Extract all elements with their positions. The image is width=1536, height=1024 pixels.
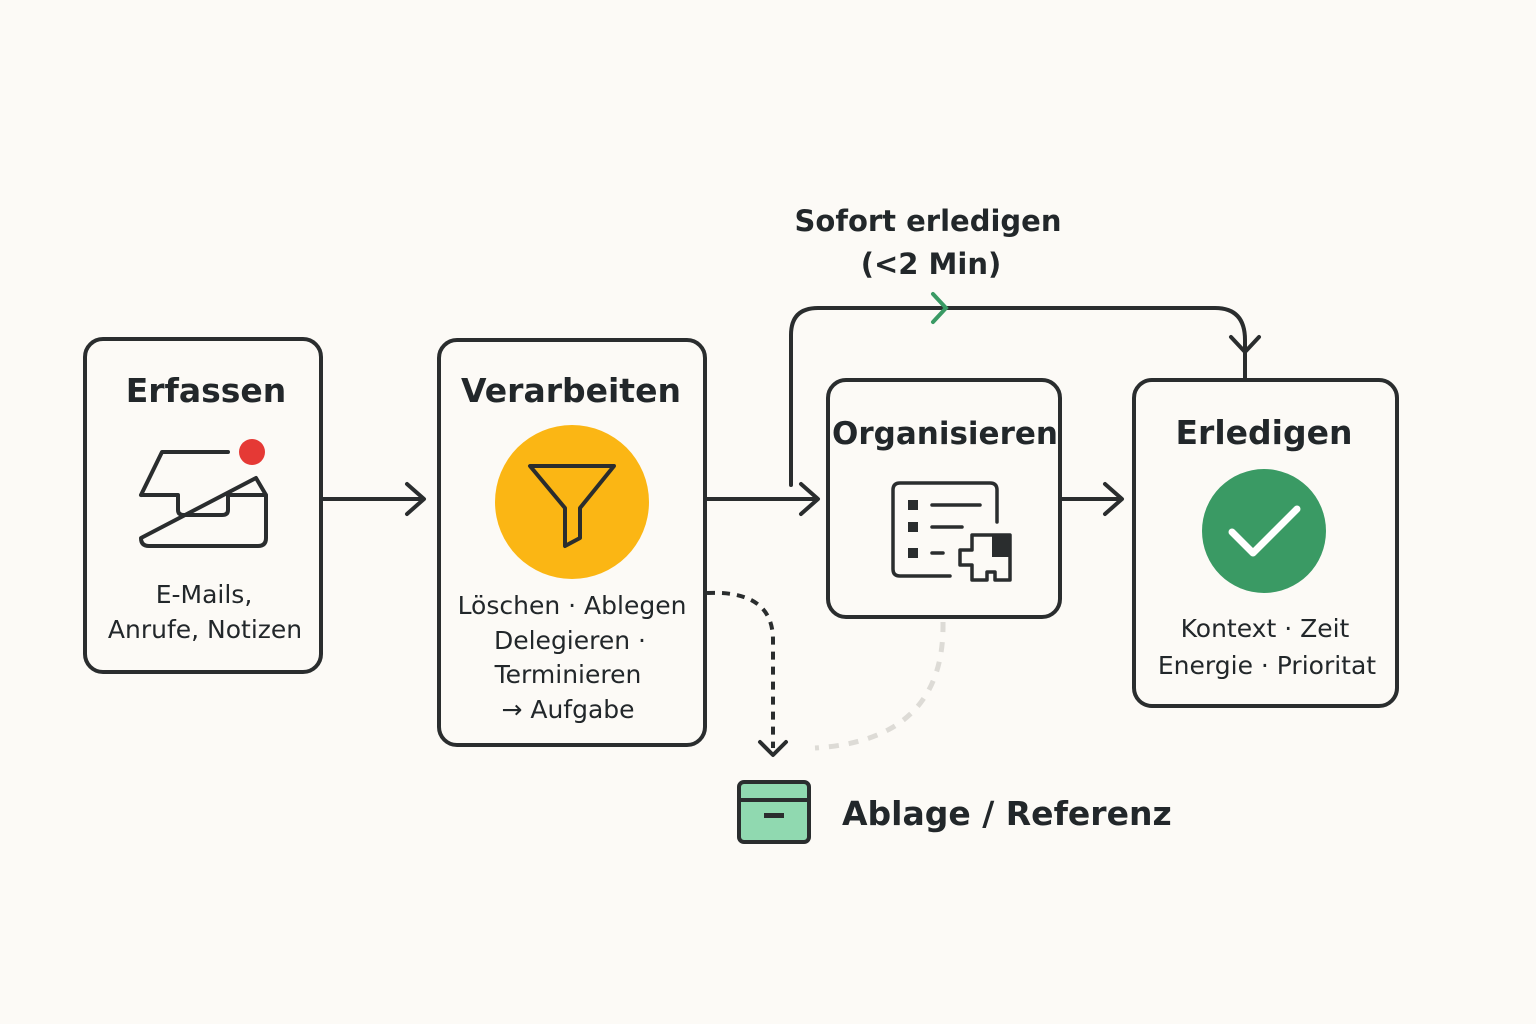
checklist-puzzle-icon — [891, 481, 1012, 582]
step-line: Anrufe, Notizen — [108, 615, 302, 644]
reference-label: Ablage / Referenz — [842, 794, 1172, 833]
step-title: Erledigen — [1176, 413, 1353, 452]
step-verarbeiten: Verarbeiten Löschen · Ablegen Delegieren… — [437, 338, 707, 747]
notification-dot — [239, 439, 265, 465]
step-erledigen: Erledigen Kontext · Zeit Energie · Prior… — [1132, 378, 1399, 708]
step-line: Löschen · Ablegen — [458, 591, 687, 620]
arrow-capture-to-process — [320, 482, 426, 516]
filter-icon — [495, 425, 649, 579]
step-line: Kontext · Zeit — [1181, 614, 1350, 643]
step-line: Terminieren — [494, 660, 642, 689]
step-erfassen: Erfassen E-Mails, Anrufe, Notizen — [83, 337, 323, 674]
shortcut-label: Sofort erledigen — [795, 204, 1062, 238]
step-organisieren: Organisieren — [826, 378, 1062, 619]
shortcut-chevron-icon — [931, 292, 949, 324]
step-line: Delegieren · — [494, 626, 646, 655]
arrow-process-to-organize — [704, 482, 820, 516]
step-title: Organisieren — [832, 416, 1058, 452]
step-title: Verarbeiten — [461, 371, 681, 410]
inbox-icon — [139, 439, 268, 548]
step-line: → Aufgabe — [501, 695, 634, 724]
dashed-arrow-to-reference — [706, 590, 788, 757]
check-circle-icon — [1202, 469, 1326, 593]
reference-archive: Ablage / Referenz — [737, 780, 1172, 844]
shortcut-loop-arrow — [789, 292, 1261, 487]
step-line: E-Mails, — [156, 580, 253, 609]
step-line: Energie · Prioritat — [1158, 651, 1376, 680]
arrow-organize-to-do — [1059, 482, 1124, 516]
archive-box-icon — [737, 780, 811, 844]
faint-dashed-link — [814, 621, 946, 751]
shortcut-sublabel: (<2 Min) — [861, 247, 1002, 281]
step-title: Erfassen — [126, 371, 287, 410]
